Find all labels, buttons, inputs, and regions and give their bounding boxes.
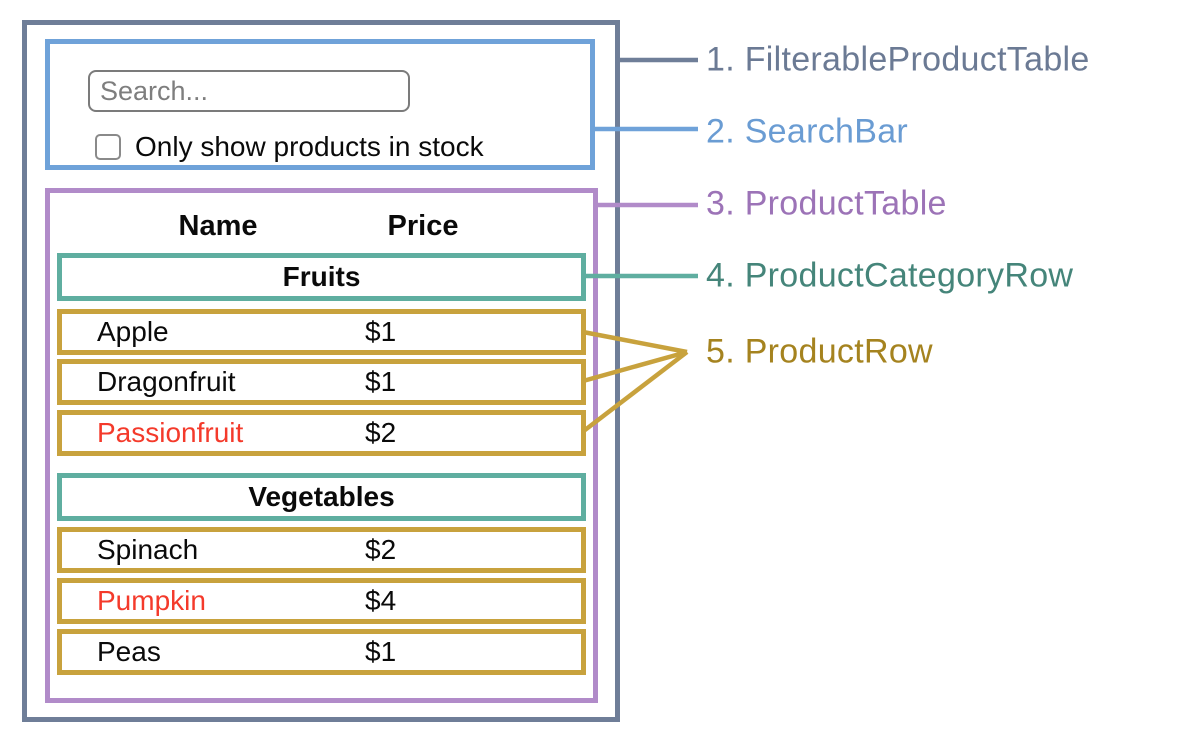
product-row-apple: Apple $1	[57, 309, 586, 355]
category-label: Fruits	[282, 261, 361, 292]
filterable-product-table-box: Only show products in stock Name Price F…	[22, 20, 620, 722]
in-stock-checkbox-label: Only show products in stock	[135, 131, 484, 162]
category-row-fruits: Fruits	[57, 253, 586, 301]
legend-product-table: 3. ProductTable	[706, 184, 947, 223]
product-row-peas: Peas $1	[57, 629, 586, 675]
product-name: Dragonfruit	[97, 366, 236, 397]
product-price: $1	[365, 636, 397, 667]
product-row-dragonfruit: Dragonfruit $1	[57, 359, 586, 405]
product-name-out-of-stock: Pumpkin	[97, 585, 206, 616]
legend-filterable-product-table: 1. FilterableProductTable	[706, 40, 1090, 79]
product-name: Apple	[97, 316, 169, 347]
product-price: $1	[365, 366, 397, 397]
product-name: Spinach	[97, 534, 199, 565]
product-price: $2	[365, 534, 397, 565]
product-row-spinach: Spinach $2	[57, 527, 586, 573]
product-price: $4	[365, 585, 397, 616]
product-table-box: Name Price Fruits Apple $1 Dragonfruit $…	[45, 188, 598, 703]
product-row-passionfruit: Passionfruit $2	[57, 410, 586, 456]
column-header-name: Name	[178, 210, 258, 242]
product-name: Peas	[97, 636, 161, 667]
column-header-price: Price	[387, 210, 459, 242]
category-label: Vegetables	[248, 481, 395, 512]
legend-search-bar: 2. SearchBar	[706, 112, 909, 151]
product-row-pumpkin: Pumpkin $4	[57, 578, 586, 624]
search-bar-box: Only show products in stock	[45, 39, 595, 170]
search-input[interactable]	[88, 70, 410, 112]
product-price: $1	[365, 316, 397, 347]
in-stock-filter-row: Only show products in stock	[95, 133, 484, 161]
category-row-vegetables: Vegetables	[57, 473, 586, 521]
product-price: $2	[365, 417, 397, 448]
legend-product-row: 5. ProductRow	[706, 332, 933, 371]
legend-product-category-row: 4. ProductCategoryRow	[706, 256, 1074, 295]
in-stock-checkbox[interactable]	[95, 134, 121, 160]
product-name-out-of-stock: Passionfruit	[97, 417, 244, 448]
